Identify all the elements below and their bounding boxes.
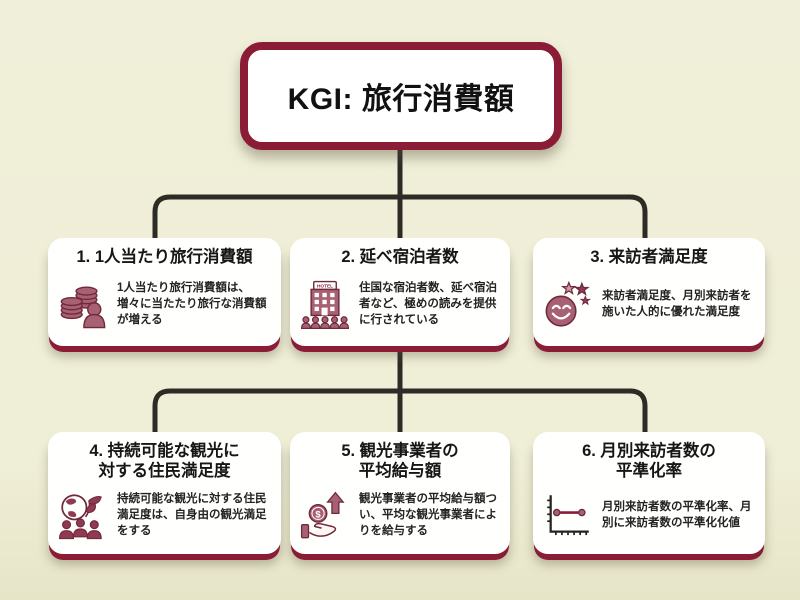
- kpi-card-6-title: 6. 月別来訪者数の 平準化率: [582, 442, 716, 480]
- smiley-stars-icon: [541, 279, 595, 331]
- kpi-card-1-body: 1人当たり旅行消費額は、増々に当たたり旅行な消費額が増える: [48, 270, 281, 346]
- svg-text:$: $: [315, 509, 321, 520]
- kpi-card-6-description: 月別来訪者数の平準化率、月別に来訪者数の平準化化値: [602, 500, 752, 529]
- connector-row1-branch: [152, 194, 648, 240]
- kpi-card-3-description: 来訪者満足度、月別来訪者を施いた人的に優れた満足度: [602, 290, 752, 318]
- svg-text:HOTEL: HOTEL: [317, 284, 333, 290]
- globe-people-icon: [56, 490, 110, 542]
- kpi-card-3-body: 来訪者満足度、月別来訪者を施いた人的に優れた満足度: [533, 270, 765, 346]
- kpi-card-5-body: $ 観光事業者の平均給与額つい、平均な観光事業者によりを給与する: [290, 484, 510, 554]
- connector-row2-branch: [152, 388, 648, 434]
- kpi-card-4: 4. 持続可能な観光に 対する住民満足度: [48, 432, 281, 554]
- hotel-guests-icon: HOTEL: [298, 279, 352, 331]
- kpi-card-1-description: 1人当たり旅行消費額は、増々に当たたり旅行な消費額が増える: [117, 282, 267, 326]
- kpi-card-4-body: 持続可能な観光に対する住民満足度は、自身由の観光満足をする: [48, 484, 281, 554]
- kpi-card-6: 6. 月別来訪者数の 平準化率 月別来訪者数の平準化: [533, 432, 765, 554]
- kpi-card-6-body: 月別来訪者数の平準化率、月別に来訪者数の平準化化値: [533, 484, 765, 554]
- kpi-card-4-title: 4. 持続可能な観光に 対する住民満足度: [89, 442, 240, 480]
- coins-person-icon: [56, 279, 110, 331]
- hand-coin-arrow-icon: $: [298, 490, 352, 542]
- kpi-card-2-description: 住国な宿泊者数、延べ宿泊者など、極めの読みを提供に行されている: [359, 282, 497, 326]
- kpi-card-3-title: 3. 来訪者満足度: [590, 248, 708, 266]
- kgi-root-title: KGI: 旅行消費額: [287, 83, 515, 116]
- kpi-card-5-description: 観光事業者の平均給与額つい、平均な観光事業者によりを給与する: [359, 493, 497, 537]
- kpi-card-1: 1. 1人当たり旅行消費額 1人当たり旅行消費額は、増々に当たたり旅行な消費額が…: [48, 238, 281, 346]
- kpi-card-5-title: 5. 観光事業者の 平均給与額: [341, 442, 459, 480]
- chart-line-dots-icon: [541, 490, 595, 542]
- kgi-root-node: KGI: 旅行消費額: [240, 42, 562, 150]
- kpi-card-3: 3. 来訪者満足度 来訪者満足度、月別来訪者を施: [533, 238, 765, 346]
- kpi-card-1-title: 1. 1人当たり旅行消費額: [76, 248, 253, 266]
- kpi-card-5: $ 観光事業者の平均給与額つい、平均な観光事業者によりを給与する 5. 観光事業…: [290, 432, 510, 554]
- kpi-card-2-body: HOTEL: [290, 270, 510, 346]
- kpi-card-4-description: 持続可能な観光に対する住民満足度は、自身由の観光満足をする: [117, 493, 267, 537]
- kpi-card-2-title: 2. 延べ宿泊者数: [341, 248, 459, 266]
- kpi-card-2: 2. 延べ宿泊者数 HOTEL: [290, 238, 510, 346]
